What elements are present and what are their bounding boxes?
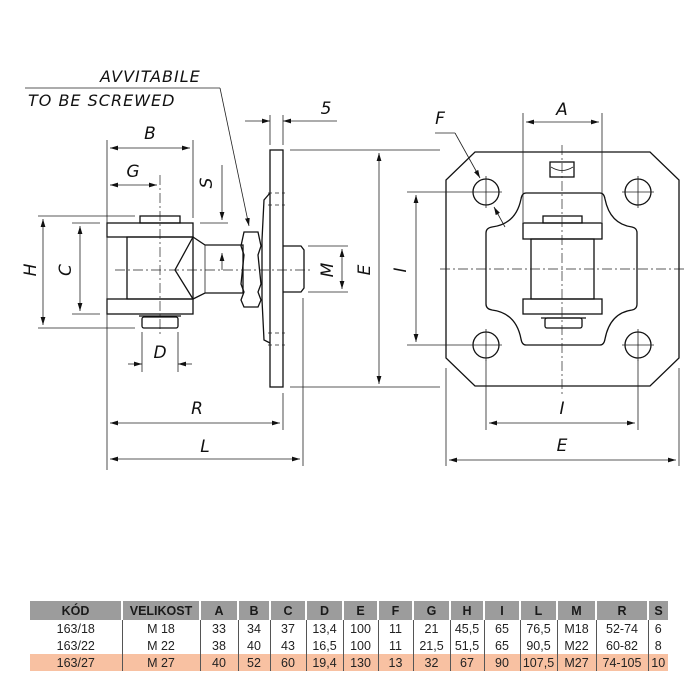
dim-label-I-horizontal: I xyxy=(559,399,564,419)
dim-label-G: G xyxy=(126,162,139,182)
column-header: S xyxy=(647,601,668,620)
column-header: I xyxy=(483,601,520,620)
table-cell: 100 xyxy=(342,620,378,637)
table-cell: 11 xyxy=(377,620,413,637)
table-cell: 40 xyxy=(199,654,238,671)
table-cell: 43 xyxy=(269,637,306,654)
dim-label-5: 5 xyxy=(321,99,332,119)
mounting-holes xyxy=(470,176,654,361)
table-cell: 74-105 xyxy=(595,654,648,671)
table-cell: 65 xyxy=(483,637,520,654)
table-cell: 21,5 xyxy=(412,637,450,654)
table-cell: M22 xyxy=(556,637,596,654)
table-cell: 52-74 xyxy=(595,620,648,637)
table-cell: 52 xyxy=(237,654,270,671)
dim-label-B: B xyxy=(144,124,156,144)
column-header: A xyxy=(199,601,238,620)
bottom-flange xyxy=(106,298,194,315)
table-cell: 45,5 xyxy=(449,620,484,637)
table-cell: 21 xyxy=(412,620,450,637)
column-header: L xyxy=(519,601,557,620)
table-cell: 60 xyxy=(269,654,306,671)
dim-label-F: F xyxy=(435,109,445,129)
column-header: R xyxy=(595,601,648,620)
column-header: H xyxy=(449,601,484,620)
dim-label-R: R xyxy=(191,399,203,419)
table-cell: M 22 xyxy=(121,637,200,654)
table-cell: 163/22 xyxy=(56,638,95,653)
table-cell: 76,5 xyxy=(519,620,557,637)
dim-label-L: L xyxy=(200,437,209,457)
dim-label-D: D xyxy=(153,343,166,363)
table-cell: 67 xyxy=(449,654,484,671)
table-cell: 65 xyxy=(483,620,520,637)
column-header: C xyxy=(269,601,306,620)
table-cell: 6 xyxy=(647,620,668,637)
table-cell: 130 xyxy=(342,654,378,671)
side-view: AVVITABILE TO BE SCREWED B xyxy=(21,67,440,470)
dim-label-C: C xyxy=(56,264,76,276)
table-cell: 34 xyxy=(237,620,270,637)
table-cell: 163/27 xyxy=(30,654,122,671)
dim-label-H: H xyxy=(21,263,41,276)
dim-label-S: S xyxy=(197,177,217,188)
dim-label-A: A xyxy=(555,100,568,120)
column-header: F xyxy=(377,601,413,620)
table-cell: 33 xyxy=(199,620,238,637)
dim-label-E-vertical: E xyxy=(355,264,375,275)
table-cell: 51,5 xyxy=(449,637,484,654)
table-cell: 163/18 xyxy=(56,621,95,636)
mounting-plate xyxy=(269,149,284,388)
column-header: E xyxy=(342,601,378,620)
table-cell: 100 xyxy=(342,637,378,654)
table-cell: 37 xyxy=(269,620,306,637)
table-cell: 90 xyxy=(483,654,520,671)
note-to-be-screwed: TO BE SCREWED xyxy=(28,91,175,110)
column-header: M xyxy=(556,601,596,620)
table-cell: 13 xyxy=(377,654,413,671)
plate-outline xyxy=(445,151,680,387)
table-cell: M 18 xyxy=(121,620,200,637)
column-header: KÓD xyxy=(30,601,122,620)
plate-recess xyxy=(485,192,638,346)
front-view: A F I I E xyxy=(391,100,685,466)
table-cell: 16,5 xyxy=(305,637,343,654)
table-cell: 11 xyxy=(377,637,413,654)
note-avvitabile: AVVITABILE xyxy=(99,67,201,86)
column-header: B xyxy=(237,601,270,620)
table-cell: M18 xyxy=(556,620,596,637)
dim-label-I-vertical: I xyxy=(391,267,411,272)
table-cell: 38 xyxy=(199,637,238,654)
table-cell: 19,4 xyxy=(305,654,343,671)
table-cell: 90,5 xyxy=(519,637,557,654)
table-cell: 107,5 xyxy=(519,654,557,671)
table-cell: 13,4 xyxy=(305,620,343,637)
table-cell: M 27 xyxy=(121,654,200,671)
table-cell: 32 xyxy=(412,654,450,671)
table-cell: 40 xyxy=(237,637,270,654)
dim-label-M: M xyxy=(318,262,338,277)
dim-label-E-horizontal: E xyxy=(557,436,568,456)
table-cell: 10 xyxy=(647,654,668,671)
column-header: D xyxy=(305,601,343,620)
technical-drawing: AVVITABILE TO BE SCREWED B xyxy=(21,67,685,470)
column-header: G xyxy=(412,601,450,620)
note-leader xyxy=(219,87,250,227)
table-cell: 8 xyxy=(647,637,668,654)
nut xyxy=(240,231,262,308)
column-header: VELIKOST xyxy=(121,601,200,620)
table-cell: 60-82 xyxy=(595,637,648,654)
table-cell: M27 xyxy=(556,654,596,671)
top-flange xyxy=(106,222,194,238)
